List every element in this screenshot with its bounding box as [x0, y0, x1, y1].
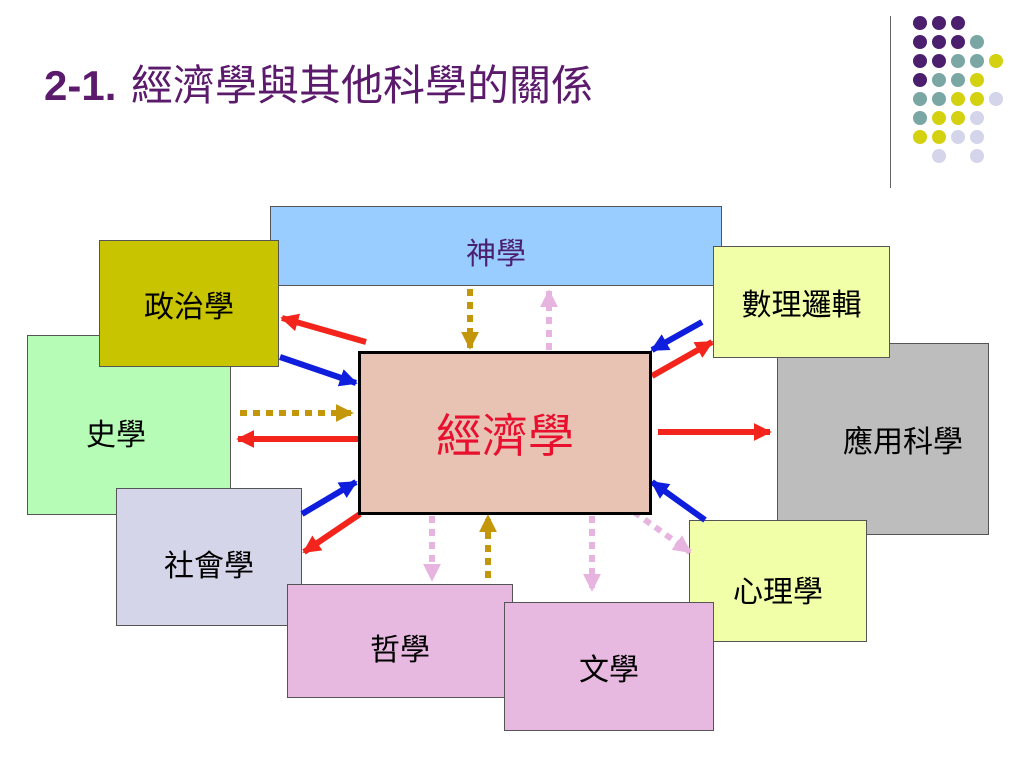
dot-icon [951, 92, 965, 106]
dot-icon [913, 73, 927, 87]
arrow-econ-to-sociology [302, 511, 362, 555]
dot-icon [932, 92, 946, 106]
dot-icon [951, 73, 965, 87]
dot-icon [989, 92, 1003, 106]
dot-icon [932, 149, 946, 163]
dot-icon [932, 130, 946, 144]
dot-icon [913, 16, 927, 30]
dot-icon [951, 130, 965, 144]
dot-icon [989, 54, 1003, 68]
dot-icon [913, 54, 927, 68]
node-sociology: 社會學 [116, 488, 302, 626]
dot-icon [932, 73, 946, 87]
node-politics: 政治學 [99, 240, 279, 367]
dot-icon [913, 92, 927, 106]
title-divider [890, 16, 891, 188]
dot-icon [970, 149, 984, 163]
node-philosophy: 哲學 [287, 584, 513, 698]
dot-icon [970, 92, 984, 106]
title-text: 經濟學與其他科學的關係 [131, 61, 594, 110]
arrow-econ-to-politics [280, 313, 367, 345]
arrow-logic-to-econ [650, 319, 704, 353]
node-psychology: 心理學 [689, 520, 867, 642]
node-literature: 文學 [504, 602, 714, 731]
dot-icon [932, 54, 946, 68]
dot-icon [951, 35, 965, 49]
node-economics: 經濟學 [358, 351, 652, 515]
node-logic: 數理邏輯 [713, 246, 890, 358]
arrow-econ-to-logic [650, 339, 714, 379]
dot-icon [913, 35, 927, 49]
dot-icon [970, 73, 984, 87]
arrow-sociology-to-econ [300, 479, 358, 517]
page-title: 2-1. 經濟學與其他科學的關係 [44, 52, 593, 113]
dot-icon [951, 16, 965, 30]
dot-icon [970, 130, 984, 144]
dot-icon [932, 16, 946, 30]
dot-icon [913, 111, 927, 125]
dot-icon [970, 111, 984, 125]
dot-icon [913, 130, 927, 144]
node-theology: 神學 [270, 206, 722, 286]
title-number: 2-1. [44, 62, 117, 109]
dot-icon [970, 35, 984, 49]
dot-icon [932, 111, 946, 125]
node-applied-science: 應用科學 [777, 343, 989, 535]
arrow-psychology-to-econ [650, 479, 707, 523]
dot-icon [951, 111, 965, 125]
dot-icon [970, 54, 984, 68]
dot-icon [951, 54, 965, 68]
arrow-econ-to-psychology [632, 509, 692, 555]
dot-icon [932, 35, 946, 49]
arrow-politics-to-econ [279, 354, 358, 387]
